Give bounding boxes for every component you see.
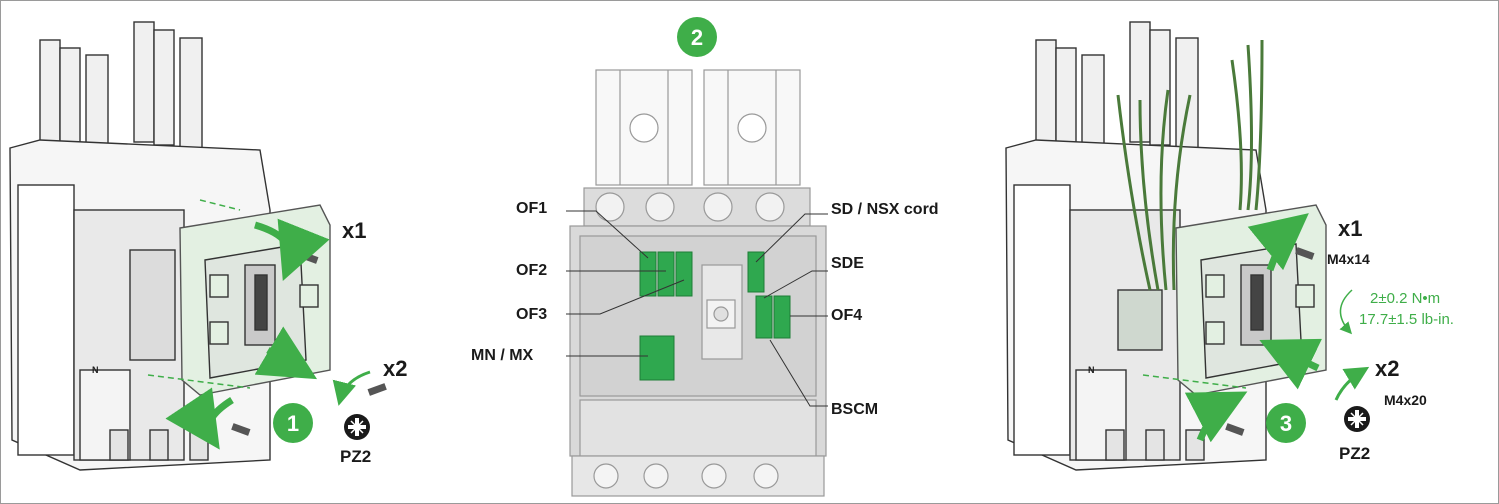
left-qty-bottom: x2 bbox=[383, 356, 407, 381]
right-pozidriv-icon bbox=[1344, 406, 1370, 432]
left-screw-bottom-2 bbox=[231, 423, 251, 436]
module-of3 bbox=[675, 251, 693, 297]
right-rotate-arrow-icon bbox=[1184, 391, 1248, 443]
module-sd bbox=[747, 251, 765, 293]
left-screw-bottom-1 bbox=[367, 383, 387, 396]
left-rotate-arrow-icon bbox=[165, 387, 234, 450]
left-push-arrow-icon bbox=[254, 326, 318, 380]
label-of3: OF3 bbox=[516, 306, 547, 323]
center-leader-lines bbox=[566, 210, 828, 407]
label-sde: SDE bbox=[831, 255, 864, 272]
right-tool-label: PZ2 bbox=[1339, 444, 1370, 463]
step-1-badge: 1 bbox=[273, 403, 313, 443]
left-guide-dash bbox=[147, 374, 251, 389]
module-of1 bbox=[639, 251, 657, 297]
right-cover-arrow-icon bbox=[1247, 213, 1309, 272]
left-neutral-mark: N bbox=[92, 365, 99, 375]
left-breaker-illustration bbox=[9, 21, 331, 471]
left-pozidriv-icon bbox=[344, 414, 370, 440]
right-screw-top-spec: M4x14 bbox=[1327, 251, 1370, 267]
right-screw-bottom-spec: M4x20 bbox=[1384, 392, 1427, 408]
step-2-badge: 2 bbox=[677, 17, 717, 57]
right-wire-bundle bbox=[1116, 39, 1264, 291]
label-of2: OF2 bbox=[516, 262, 547, 279]
left-tool-label: PZ2 bbox=[340, 447, 371, 466]
right-guide-dash bbox=[1142, 374, 1247, 389]
module-of4 bbox=[773, 295, 791, 339]
svg-text:1: 1 bbox=[287, 411, 299, 436]
label-sd-nsx-cord: SD / NSX cord bbox=[831, 201, 939, 218]
left-guide-dash-top bbox=[199, 199, 241, 211]
left-screw-arrow-icon bbox=[332, 370, 371, 406]
step-3-badge: 3 bbox=[1266, 403, 1306, 443]
label-mn-mx: MN / MX bbox=[471, 347, 534, 364]
svg-text:3: 3 bbox=[1280, 411, 1292, 436]
torque-arrow-icon bbox=[1339, 289, 1353, 335]
module-mn-mx bbox=[639, 335, 675, 381]
torque-lbin: 17.7±1.5 lb-in. bbox=[1359, 311, 1454, 328]
module-of2 bbox=[657, 251, 675, 297]
right-qty-bottom: x2 bbox=[1375, 356, 1399, 381]
center-aux-modules bbox=[639, 251, 791, 381]
right-qty-top: x1 bbox=[1338, 216, 1362, 241]
left-cover-arrow-icon bbox=[253, 218, 330, 282]
label-of1: OF1 bbox=[516, 200, 547, 217]
right-neutral-mark: N bbox=[1088, 365, 1095, 375]
label-of4: OF4 bbox=[831, 307, 862, 324]
left-qty-top: x1 bbox=[342, 218, 366, 243]
right-screw-arrow-icon bbox=[1334, 366, 1370, 401]
module-sde bbox=[755, 295, 773, 339]
torque-nm: 2±0.2 N•m bbox=[1370, 290, 1440, 307]
center-breaker-front bbox=[569, 69, 827, 497]
svg-text:2: 2 bbox=[691, 25, 703, 50]
label-bscm: BSCM bbox=[831, 401, 878, 418]
right-push-arrow-icon bbox=[1259, 338, 1322, 390]
